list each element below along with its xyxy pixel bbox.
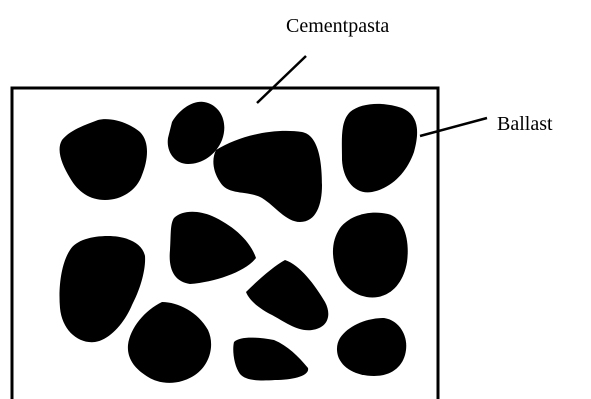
aggregate-stone xyxy=(128,302,211,383)
aggregate-stone xyxy=(233,338,308,381)
aggregate-stone xyxy=(333,213,408,298)
aggregate-leader-line xyxy=(420,118,487,136)
aggregate-stone xyxy=(342,104,417,192)
aggregate-stones xyxy=(59,102,417,383)
aggregate-stone xyxy=(246,260,328,330)
cement-paste-leader-line xyxy=(257,56,306,103)
aggregate-stone xyxy=(337,318,406,376)
aggregate-stone xyxy=(59,236,145,342)
cement-paste-label: Cementpasta xyxy=(286,15,389,37)
aggregate-stone xyxy=(60,119,147,200)
aggregate-stone xyxy=(213,131,322,222)
aggregate-label: Ballast xyxy=(497,113,553,135)
aggregate-stone xyxy=(170,212,256,284)
